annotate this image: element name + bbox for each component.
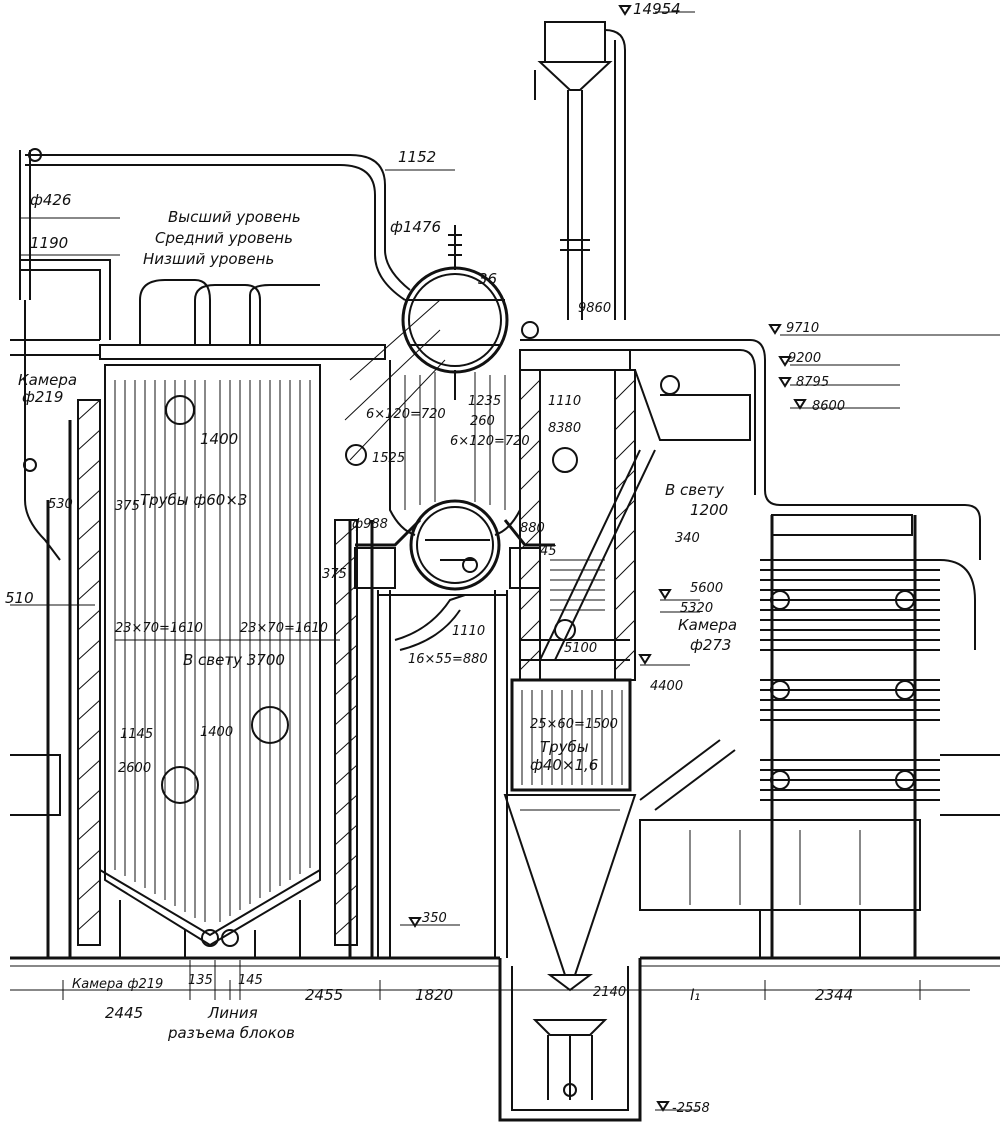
dim-2140: 2140 — [593, 985, 626, 1000]
roof-and-ducts — [520, 339, 981, 661]
dim-1152: 1152 — [398, 148, 436, 166]
dim-1400-mid: 1400 — [200, 725, 233, 740]
dim-375-b: 375 — [322, 567, 347, 582]
chamber-219-top-dia: ф219 — [22, 388, 63, 406]
ash-pit — [498, 958, 642, 1122]
dim-135: 135 — [188, 973, 213, 988]
elev-8600: 8600 — [812, 399, 845, 414]
dim-6x120-a: 6×120=720 — [366, 407, 446, 422]
pipes-60-label: Трубы ф60×3 — [140, 491, 247, 509]
elev-350: 350 — [422, 911, 447, 926]
dim-1110-top: 1110 — [548, 394, 581, 409]
dim-340: 340 — [675, 531, 700, 546]
central-structure — [354, 518, 555, 958]
dim-426: ф426 — [30, 191, 71, 209]
clear-1200-a: В свету — [665, 481, 725, 499]
right-tube-bank — [10, 514, 1000, 958]
dim-988: ф988 — [352, 517, 388, 532]
ground-line — [10, 956, 1000, 967]
burner-port-upper — [251, 706, 289, 744]
dim-2600: 2600 — [118, 761, 151, 776]
chamber-273-dia: ф273 — [690, 636, 731, 654]
dimension-lines — [10, 11, 1000, 1111]
dim-25x60: 25×60=1500 — [530, 717, 618, 732]
economizer-column — [519, 349, 636, 681]
dim-2344: 2344 — [815, 986, 853, 1004]
dim-530: 530 — [48, 497, 73, 512]
dim-l1: l₁ — [690, 986, 700, 1004]
dim-45: 45 — [540, 544, 557, 559]
level-highest: Высший уровень — [168, 208, 301, 226]
elev-9200: 9200 — [788, 351, 821, 366]
split-line-a: Линия — [207, 1004, 258, 1022]
wall-hatching-right — [334, 524, 358, 936]
inspection-port — [165, 395, 195, 425]
wall-hatching-left — [77, 399, 101, 931]
dim-510: 510 — [5, 589, 34, 607]
dim-1525: 1525 — [372, 451, 405, 466]
dim-1820: 1820 — [415, 986, 453, 1004]
lower-drum — [409, 499, 501, 591]
elev-9710: 9710 — [786, 321, 819, 336]
dim-2455: 2455 — [305, 986, 343, 1004]
dim-23x70-a: 23×70=1610 — [115, 621, 203, 636]
dim-2445: 2445 — [105, 1004, 143, 1022]
elev-4400: 4400 — [650, 679, 683, 694]
pipes-40-a: Трубы — [540, 738, 589, 756]
dim-880: 880 — [520, 521, 545, 536]
elev-pit: -2558 — [672, 1101, 710, 1116]
screen-tubes — [114, 380, 311, 922]
dim-145: 145 — [238, 973, 263, 988]
split-line-b: разъема блоков — [167, 1024, 295, 1042]
level-lowest: Низший уровень — [143, 250, 274, 268]
dim-23x70-b: 23×70=1610 — [240, 621, 328, 636]
clear-3700: В свету 3700 — [183, 651, 285, 669]
dim-1110-mid: 1110 — [452, 624, 485, 639]
dim-260: 260 — [470, 414, 495, 429]
furnace-chamber — [46, 344, 386, 958]
clear-1200-b: 1200 — [690, 501, 728, 519]
elev-top: 14954 — [633, 0, 681, 18]
dim-1400-top: 1400 — [200, 430, 238, 448]
elev-8795: 8795 — [796, 375, 829, 390]
elev-5100: 5100 — [564, 641, 597, 656]
dim-1190: 1190 — [30, 234, 68, 252]
top-hopper — [534, 21, 626, 320]
elev-5600: 5600 — [690, 581, 723, 596]
elevation-markers — [408, 5, 807, 1112]
upper-drum — [401, 225, 539, 400]
downcomer-pipes — [10, 148, 411, 561]
dim-16x55: 16×55=880 — [408, 652, 488, 667]
annotations: 14954 1152 ф426 Высший уровень Средний у… — [5, 0, 853, 1116]
dim-375-a: 375 — [115, 499, 140, 514]
chamber-219-bottom: Камера ф219 — [72, 977, 163, 992]
dim-1145: 1145 — [120, 727, 153, 742]
chamber-219-top-label: Камера — [18, 371, 77, 389]
burner-port-lower — [161, 766, 199, 804]
elev-5320: 5320 — [680, 601, 713, 616]
chamber-273-label: Камера — [678, 616, 737, 634]
elev-8380: 8380 — [548, 421, 581, 436]
pipes-40-b: ф40×1,6 — [530, 756, 598, 774]
dim-36: 36 — [478, 270, 497, 288]
dim-1476: ф1476 — [390, 218, 441, 236]
dim-1235: 1235 — [468, 394, 501, 409]
elev-9860: 9860 — [578, 301, 611, 316]
air-heater-tube-bank — [503, 678, 637, 992]
level-middle: Средний уровень — [155, 229, 293, 247]
dim-6x120-b: 6×120=720 — [450, 434, 530, 449]
